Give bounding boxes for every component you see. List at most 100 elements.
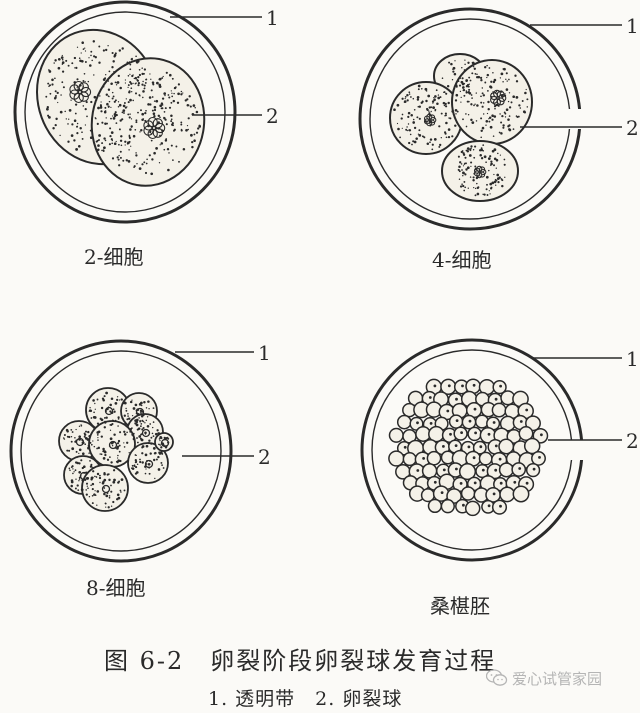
- cytoplasm-dot: [71, 466, 73, 468]
- cytoplasm-dot: [105, 502, 107, 504]
- cytoplasm-dot: [181, 91, 183, 93]
- cytoplasm-dot: [128, 84, 130, 86]
- cytoplasm-dot: [93, 40, 95, 42]
- cytoplasm-dot: [92, 470, 94, 472]
- cytoplasm-dot: [468, 114, 469, 115]
- cytoplasm-dot: [473, 187, 474, 188]
- cytoplasm-dot: [438, 94, 439, 95]
- cytoplasm-dot: [159, 117, 161, 119]
- cytoplasm-dot: [495, 92, 497, 94]
- cytoplasm-dot: [498, 105, 500, 107]
- cytoplasm-dot: [430, 121, 433, 124]
- cytoplasm-dot: [110, 437, 113, 440]
- cytoplasm-dot: [69, 109, 72, 112]
- cytoplasm-dot: [108, 95, 110, 97]
- cytoplasm-dot: [117, 425, 119, 427]
- cytoplasm-dot: [159, 104, 162, 107]
- cytoplasm-dot: [109, 127, 111, 129]
- cytoplasm-dot: [130, 87, 132, 89]
- cytoplasm-dot: [127, 113, 129, 115]
- cytoplasm-dot: [158, 468, 161, 471]
- cytoplasm-dot: [452, 71, 454, 73]
- cytoplasm-dot: [190, 106, 192, 108]
- cytoplasm-dot: [466, 150, 468, 152]
- cytoplasm-dot: [149, 96, 152, 99]
- cytoplasm-dot: [471, 97, 473, 99]
- morula-dot: [455, 444, 458, 447]
- cytoplasm-dot: [146, 163, 148, 165]
- cytoplasm-dot: [118, 418, 120, 420]
- cytoplasm-dot: [142, 90, 145, 93]
- label-zona-8cell: 1: [258, 341, 271, 365]
- cytoplasm-dot: [502, 81, 504, 83]
- label-zona-4cell: 1: [626, 14, 639, 38]
- cytoplasm-dot: [105, 408, 107, 410]
- morula-blastomere: [513, 486, 528, 501]
- cytoplasm-dot: [150, 452, 152, 454]
- cytoplasm-dot: [123, 442, 124, 443]
- cytoplasm-dot: [77, 489, 79, 491]
- label-zona-2cell: 1: [266, 6, 279, 30]
- cytoplasm-dot: [65, 60, 67, 62]
- morula-blastomere: [527, 464, 540, 477]
- cytoplasm-dot: [436, 103, 439, 106]
- cytoplasm-dot: [93, 493, 96, 496]
- cytoplasm-dot: [516, 97, 518, 99]
- cytoplasm-dot: [106, 93, 108, 95]
- cytoplasm-dot: [147, 125, 150, 128]
- cytoplasm-dot: [148, 408, 149, 409]
- caption-two-cell: 2-细胞: [84, 241, 143, 270]
- morula-dot: [456, 419, 459, 422]
- cytoplasm-dot: [102, 450, 104, 452]
- cytoplasm-dot: [506, 88, 509, 91]
- cytoplasm-dot: [83, 105, 85, 107]
- cytoplasm-dot: [399, 137, 401, 139]
- morula-blastomere: [462, 487, 475, 500]
- cytoplasm-dot: [429, 141, 431, 143]
- cytoplasm-dot: [104, 454, 106, 456]
- cytoplasm-dot: [467, 62, 469, 64]
- cytoplasm-dot: [68, 436, 70, 438]
- cytoplasm-dot: [172, 159, 174, 161]
- cytoplasm-dot: [452, 68, 454, 70]
- cytoplasm-dot: [489, 85, 492, 88]
- cytoplasm-dot: [484, 66, 486, 68]
- cytoplasm-dot: [60, 111, 63, 114]
- cytoplasm-dot: [125, 408, 126, 409]
- cytoplasm-dot: [475, 168, 478, 171]
- cytoplasm-dot: [129, 136, 131, 138]
- cytoplasm-dot: [527, 106, 529, 108]
- cytoplasm-dot: [416, 116, 418, 118]
- morula-dot: [538, 456, 541, 459]
- cytoplasm-dot: [473, 176, 475, 178]
- cytoplasm-dot: [159, 444, 161, 446]
- cytoplasm-dot: [140, 402, 143, 405]
- cytoplasm-dot: [509, 115, 511, 117]
- cytoplasm-dot: [158, 444, 159, 445]
- cytoplasm-dot: [158, 128, 160, 130]
- cytoplasm-dot: [140, 423, 142, 425]
- cytoplasm-dot: [496, 103, 498, 105]
- cytoplasm-dot: [137, 84, 139, 86]
- cytoplasm-dot: [103, 78, 106, 81]
- cytoplasm-dot: [124, 433, 127, 436]
- cytoplasm-dot: [68, 119, 69, 120]
- cytoplasm-dot: [449, 117, 451, 119]
- cytoplasm-dot: [405, 129, 407, 131]
- cytoplasm-dot: [81, 479, 84, 482]
- cytoplasm-dot: [488, 170, 489, 171]
- cytoplasm-dot: [80, 459, 82, 461]
- cytoplasm-dot: [139, 420, 140, 421]
- cytoplasm-dot: [459, 178, 460, 179]
- cytoplasm-dot: [86, 116, 88, 118]
- cytoplasm-dot: [70, 485, 73, 488]
- cytoplasm-dot: [116, 141, 117, 142]
- cytoplasm-dot: [113, 442, 114, 443]
- cytoplasm-dot: [137, 413, 139, 415]
- cytoplasm-dot: [476, 92, 477, 93]
- morula-dot: [416, 469, 419, 472]
- cytoplasm-dot: [139, 131, 140, 132]
- cytoplasm-dot: [148, 463, 151, 466]
- cytoplasm-dot: [441, 113, 443, 115]
- cytoplasm-dot: [118, 106, 120, 108]
